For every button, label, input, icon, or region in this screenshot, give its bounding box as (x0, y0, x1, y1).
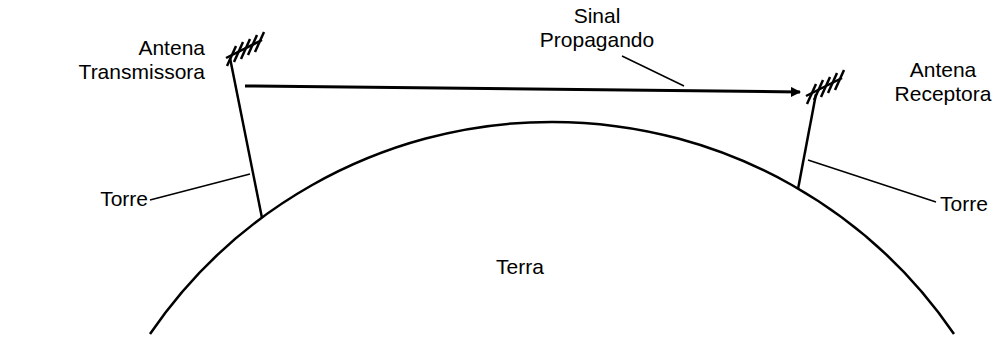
node-label: Terra (496, 255, 544, 279)
antenna-symbol (226, 32, 264, 66)
tower (798, 94, 816, 189)
leader-line (622, 56, 684, 86)
antenna-label: Antena Receptora (887, 58, 999, 106)
earth-outline (140, 115, 970, 340)
earth-shape: Terra (140, 115, 970, 340)
signal-label: Sinal Propagando (530, 4, 664, 52)
leader-line (150, 174, 250, 200)
tower-label: Torre (100, 187, 148, 211)
signal-arrow (245, 86, 800, 92)
tower (230, 58, 262, 218)
antenna-label: Antena Transmissora (50, 36, 205, 84)
antenna-symbol (806, 70, 844, 104)
tower-label: Torre (940, 192, 988, 216)
leader-line (808, 160, 936, 202)
